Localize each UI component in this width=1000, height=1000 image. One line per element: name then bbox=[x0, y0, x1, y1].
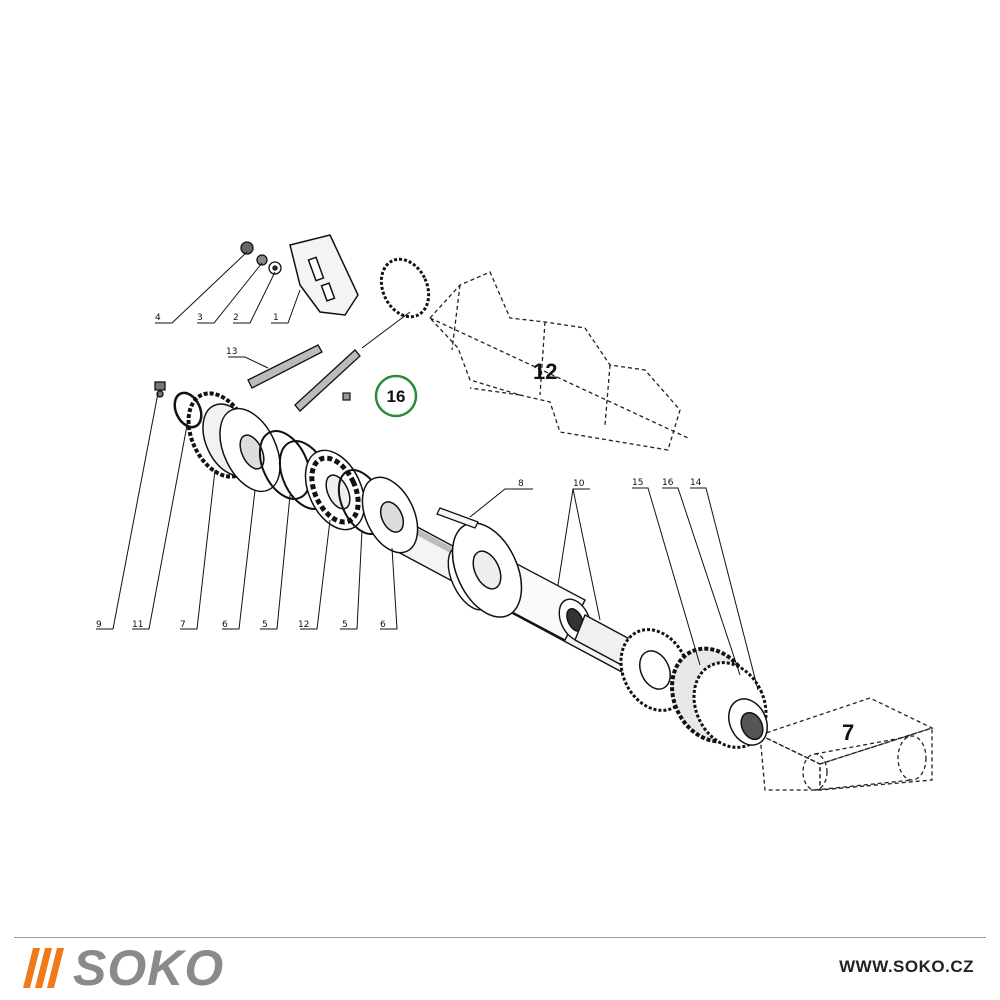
circlip-11 bbox=[173, 391, 203, 429]
nut-4 bbox=[240, 241, 254, 255]
label-part-11: 11 bbox=[132, 620, 143, 630]
label-part-8: 8 bbox=[518, 479, 524, 489]
connecting-link-16 bbox=[342, 392, 351, 401]
brand-name: SOKO bbox=[73, 940, 225, 996]
label-part-15: 15 bbox=[632, 478, 643, 488]
washer-2 bbox=[268, 261, 282, 275]
label-part-5-left: 5 bbox=[262, 620, 268, 630]
label-part-14: 14 bbox=[690, 478, 702, 488]
assembly-7-label: 7 bbox=[842, 720, 854, 745]
shaft-key bbox=[436, 507, 479, 529]
shaft-flange bbox=[451, 522, 523, 618]
brand-stripes-icon bbox=[23, 948, 64, 988]
assembly-12-label: 12 bbox=[533, 359, 557, 384]
label-part-12: 12 bbox=[298, 620, 309, 630]
label-part-6-right: 6 bbox=[380, 620, 386, 630]
tensioner-plate-1 bbox=[289, 234, 359, 316]
highlighted-part-16-callout: 16 bbox=[374, 374, 418, 418]
label-part-5-right: 5 bbox=[342, 620, 348, 630]
label-part-16: 16 bbox=[662, 478, 674, 488]
label-highlighted-part-16: 16 bbox=[387, 387, 406, 406]
sprocket-14-chain bbox=[670, 646, 768, 749]
chain-13 bbox=[247, 344, 361, 412]
label-part-13: 13 bbox=[226, 347, 237, 357]
assembly-12-dashed-outline bbox=[429, 271, 689, 451]
grease-nipple-9 bbox=[154, 381, 166, 398]
label-part-1: 1 bbox=[273, 313, 279, 323]
leader-lines bbox=[96, 251, 759, 691]
label-part-6-left: 6 bbox=[222, 620, 228, 630]
washer-3 bbox=[256, 254, 268, 266]
label-part-3: 3 bbox=[197, 313, 203, 323]
label-part-7: 7 bbox=[180, 620, 186, 630]
assembly-7-dashed-outline bbox=[758, 697, 934, 791]
label-part-10: 10 bbox=[573, 479, 585, 489]
small-sprocket bbox=[379, 257, 431, 319]
label-part-9: 9 bbox=[96, 620, 102, 630]
label-part-4: 4 bbox=[155, 313, 161, 323]
washer-6-right bbox=[361, 476, 419, 554]
website-url[interactable]: WWW.SOKO.CZ bbox=[839, 957, 974, 976]
washer-6-left bbox=[219, 407, 281, 493]
brand-logo: SOKO bbox=[23, 940, 225, 996]
label-part-2: 2 bbox=[233, 313, 239, 323]
footer-divider bbox=[14, 937, 986, 938]
